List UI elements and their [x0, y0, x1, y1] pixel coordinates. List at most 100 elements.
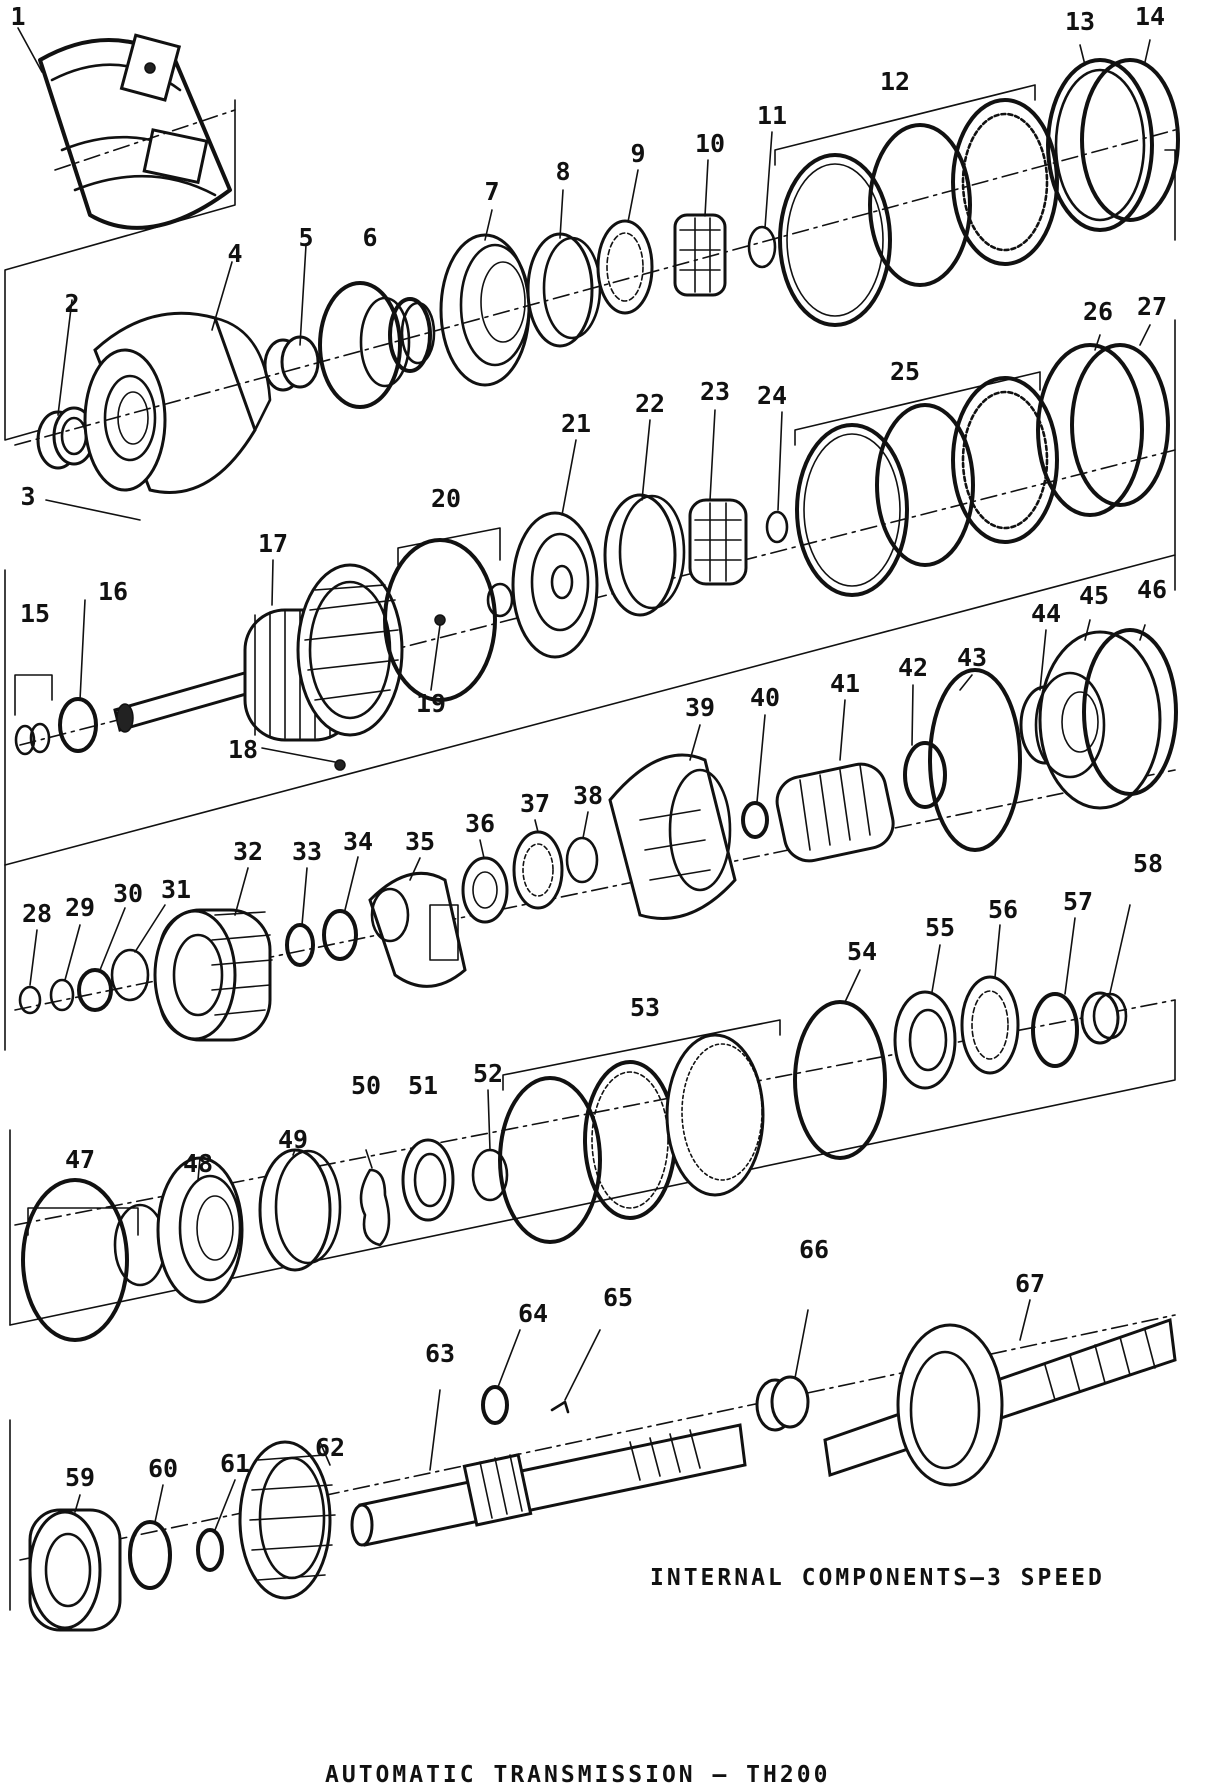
callout-50: 50 — [351, 1071, 381, 1100]
callout-54: 54 — [847, 937, 877, 966]
callout-36: 36 — [465, 809, 495, 838]
callout-60: 60 — [148, 1454, 178, 1483]
part-40-washer — [741, 801, 769, 839]
callout-40: 40 — [750, 683, 780, 712]
part-29-ring — [49, 978, 75, 1012]
callout-45: 45 — [1079, 581, 1109, 610]
callout-33: 33 — [292, 837, 322, 866]
callout-7: 7 — [484, 177, 499, 206]
part-17-drum-and-shaft — [113, 563, 404, 742]
callout-2: 2 — [64, 289, 79, 318]
part-57-ring — [1031, 992, 1079, 1068]
part-24-snap-ring — [765, 510, 789, 544]
part-63-output-shaft — [350, 1423, 747, 1547]
part-64-snap-ring — [481, 1385, 509, 1425]
callout-42: 42 — [898, 653, 928, 682]
part-51-retainer — [401, 1138, 455, 1222]
callout-46: 46 — [1137, 575, 1167, 604]
callout-57: 57 — [1063, 887, 1093, 916]
part-35-carrier — [368, 871, 467, 988]
part-32-gear — [153, 908, 273, 1042]
callout-11: 11 — [757, 101, 787, 130]
part-66-bushing — [755, 1375, 810, 1432]
callout-43: 43 — [957, 643, 987, 672]
callout-65: 65 — [603, 1283, 633, 1312]
callout-49: 49 — [278, 1125, 308, 1154]
part-7-piston — [439, 233, 531, 387]
part-23-spring-retainer — [688, 498, 748, 586]
callout-59: 59 — [65, 1463, 95, 1492]
callout-62: 62 — [315, 1433, 345, 1462]
part-59-carrier — [28, 1508, 122, 1632]
part-53-clutch-plates — [498, 1033, 765, 1244]
callout-labels: 1 2 3 4 5 6 7 8 9 10 11 12 13 14 15 16 1… — [10, 2, 1167, 1492]
callout-55: 55 — [925, 913, 955, 942]
part-42-race — [903, 741, 947, 809]
caption-transmission-title: AUTOMATIC TRANSMISSION – TH200 — [325, 1762, 830, 1788]
part-37-bearing — [512, 830, 564, 910]
part-28-thrust-washer — [18, 985, 42, 1015]
part-65-key — [550, 1400, 570, 1414]
part-39-housing — [608, 753, 737, 920]
part-43-snap-ring — [928, 668, 1022, 852]
callout-17: 17 — [258, 529, 288, 558]
callout-13: 13 — [1065, 7, 1095, 36]
part-12-clutch-plates — [778, 98, 1059, 327]
part-5-bushing — [263, 335, 320, 392]
callout-22: 22 — [635, 389, 665, 418]
callout-19: 19 — [416, 689, 446, 718]
callout-14: 14 — [1135, 2, 1165, 31]
callout-48: 48 — [183, 1149, 213, 1178]
part-8-ring — [526, 232, 602, 348]
part-48-piston — [156, 1156, 244, 1304]
part-44-45-46-clutch — [1019, 628, 1178, 810]
part-36-gear — [461, 856, 509, 924]
callout-58: 58 — [1133, 849, 1163, 878]
part-62-ring-gear — [238, 1440, 336, 1600]
part-11-snap-ring — [747, 225, 777, 269]
callout-25: 25 — [890, 357, 920, 386]
callout-38: 38 — [573, 781, 603, 810]
part-58-bushing — [1080, 991, 1128, 1045]
callout-39: 39 — [685, 693, 715, 722]
part-13-plate — [1046, 58, 1154, 232]
callout-9: 9 — [630, 139, 645, 168]
part-60-washer — [128, 1520, 172, 1590]
callout-34: 34 — [343, 827, 373, 856]
callout-61: 61 — [220, 1449, 250, 1478]
callout-64: 64 — [518, 1299, 548, 1328]
part-30-washer — [77, 968, 113, 1012]
part-4-drum — [83, 311, 272, 494]
callout-15: 15 — [20, 599, 50, 628]
callout-52: 52 — [473, 1059, 503, 1088]
part-14-ring — [1080, 58, 1180, 222]
callout-10: 10 — [695, 129, 725, 158]
callout-8: 8 — [555, 157, 570, 186]
callout-66: 66 — [799, 1235, 829, 1264]
part-54-seal — [793, 1000, 887, 1160]
callout-51: 51 — [408, 1071, 438, 1100]
part-19-check-ball — [434, 614, 446, 626]
callout-35: 35 — [405, 827, 435, 856]
part-49-ring — [258, 1148, 342, 1272]
callout-56: 56 — [988, 895, 1018, 924]
callout-1: 1 — [10, 2, 25, 31]
callout-26: 26 — [1083, 297, 1113, 326]
callout-32: 32 — [233, 837, 263, 866]
part-21-piston — [511, 511, 599, 659]
part-31-washer — [110, 948, 150, 1002]
callout-3: 3 — [20, 482, 35, 511]
part-9-spring — [596, 219, 654, 315]
part-56-roller-clutch — [960, 975, 1020, 1075]
part-67-input-shaft — [823, 1317, 1177, 1487]
callout-53: 53 — [630, 993, 660, 1022]
part-61-washer — [196, 1528, 224, 1572]
callout-63: 63 — [425, 1339, 455, 1368]
part-47-seals — [21, 1178, 167, 1342]
part-26-plate — [1036, 343, 1144, 517]
part-34-washer — [322, 909, 358, 961]
callout-18: 18 — [228, 735, 258, 764]
part-38-ring — [565, 836, 599, 884]
callout-20: 20 — [431, 484, 461, 513]
